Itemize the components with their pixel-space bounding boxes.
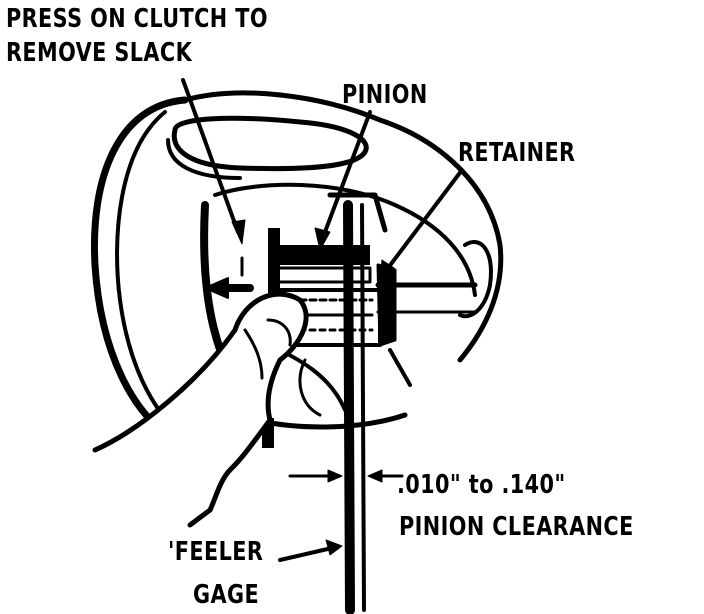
gage-label: GAGE [193,580,260,610]
retainer-label: RETAINER [458,138,576,168]
clearance-dimension-arrows [288,469,404,483]
leader-press [181,78,246,245]
starter-housing [90,96,189,449]
feeler-label: 'FEELER [168,537,264,567]
hand [92,291,309,528]
press-on-clutch-label: PRESS ON CLUTCH TO REMOVE SLACK [6,2,268,70]
collar [171,115,369,172]
leader-retainer [379,168,464,281]
leader-pinion [314,110,372,251]
leader-feeler [278,539,343,562]
pinion-clearance-label: PINION CLEARANCE [399,512,634,542]
pinion-label: PINION [342,80,428,110]
press-label-line2: REMOVE SLACK [6,38,193,68]
push-direction-arrow [204,256,254,299]
clearance-spec-label: .010" to .140" [397,470,566,500]
press-label-line1: PRESS ON CLUTCH TO [6,4,268,34]
feeler-gage [327,192,388,614]
